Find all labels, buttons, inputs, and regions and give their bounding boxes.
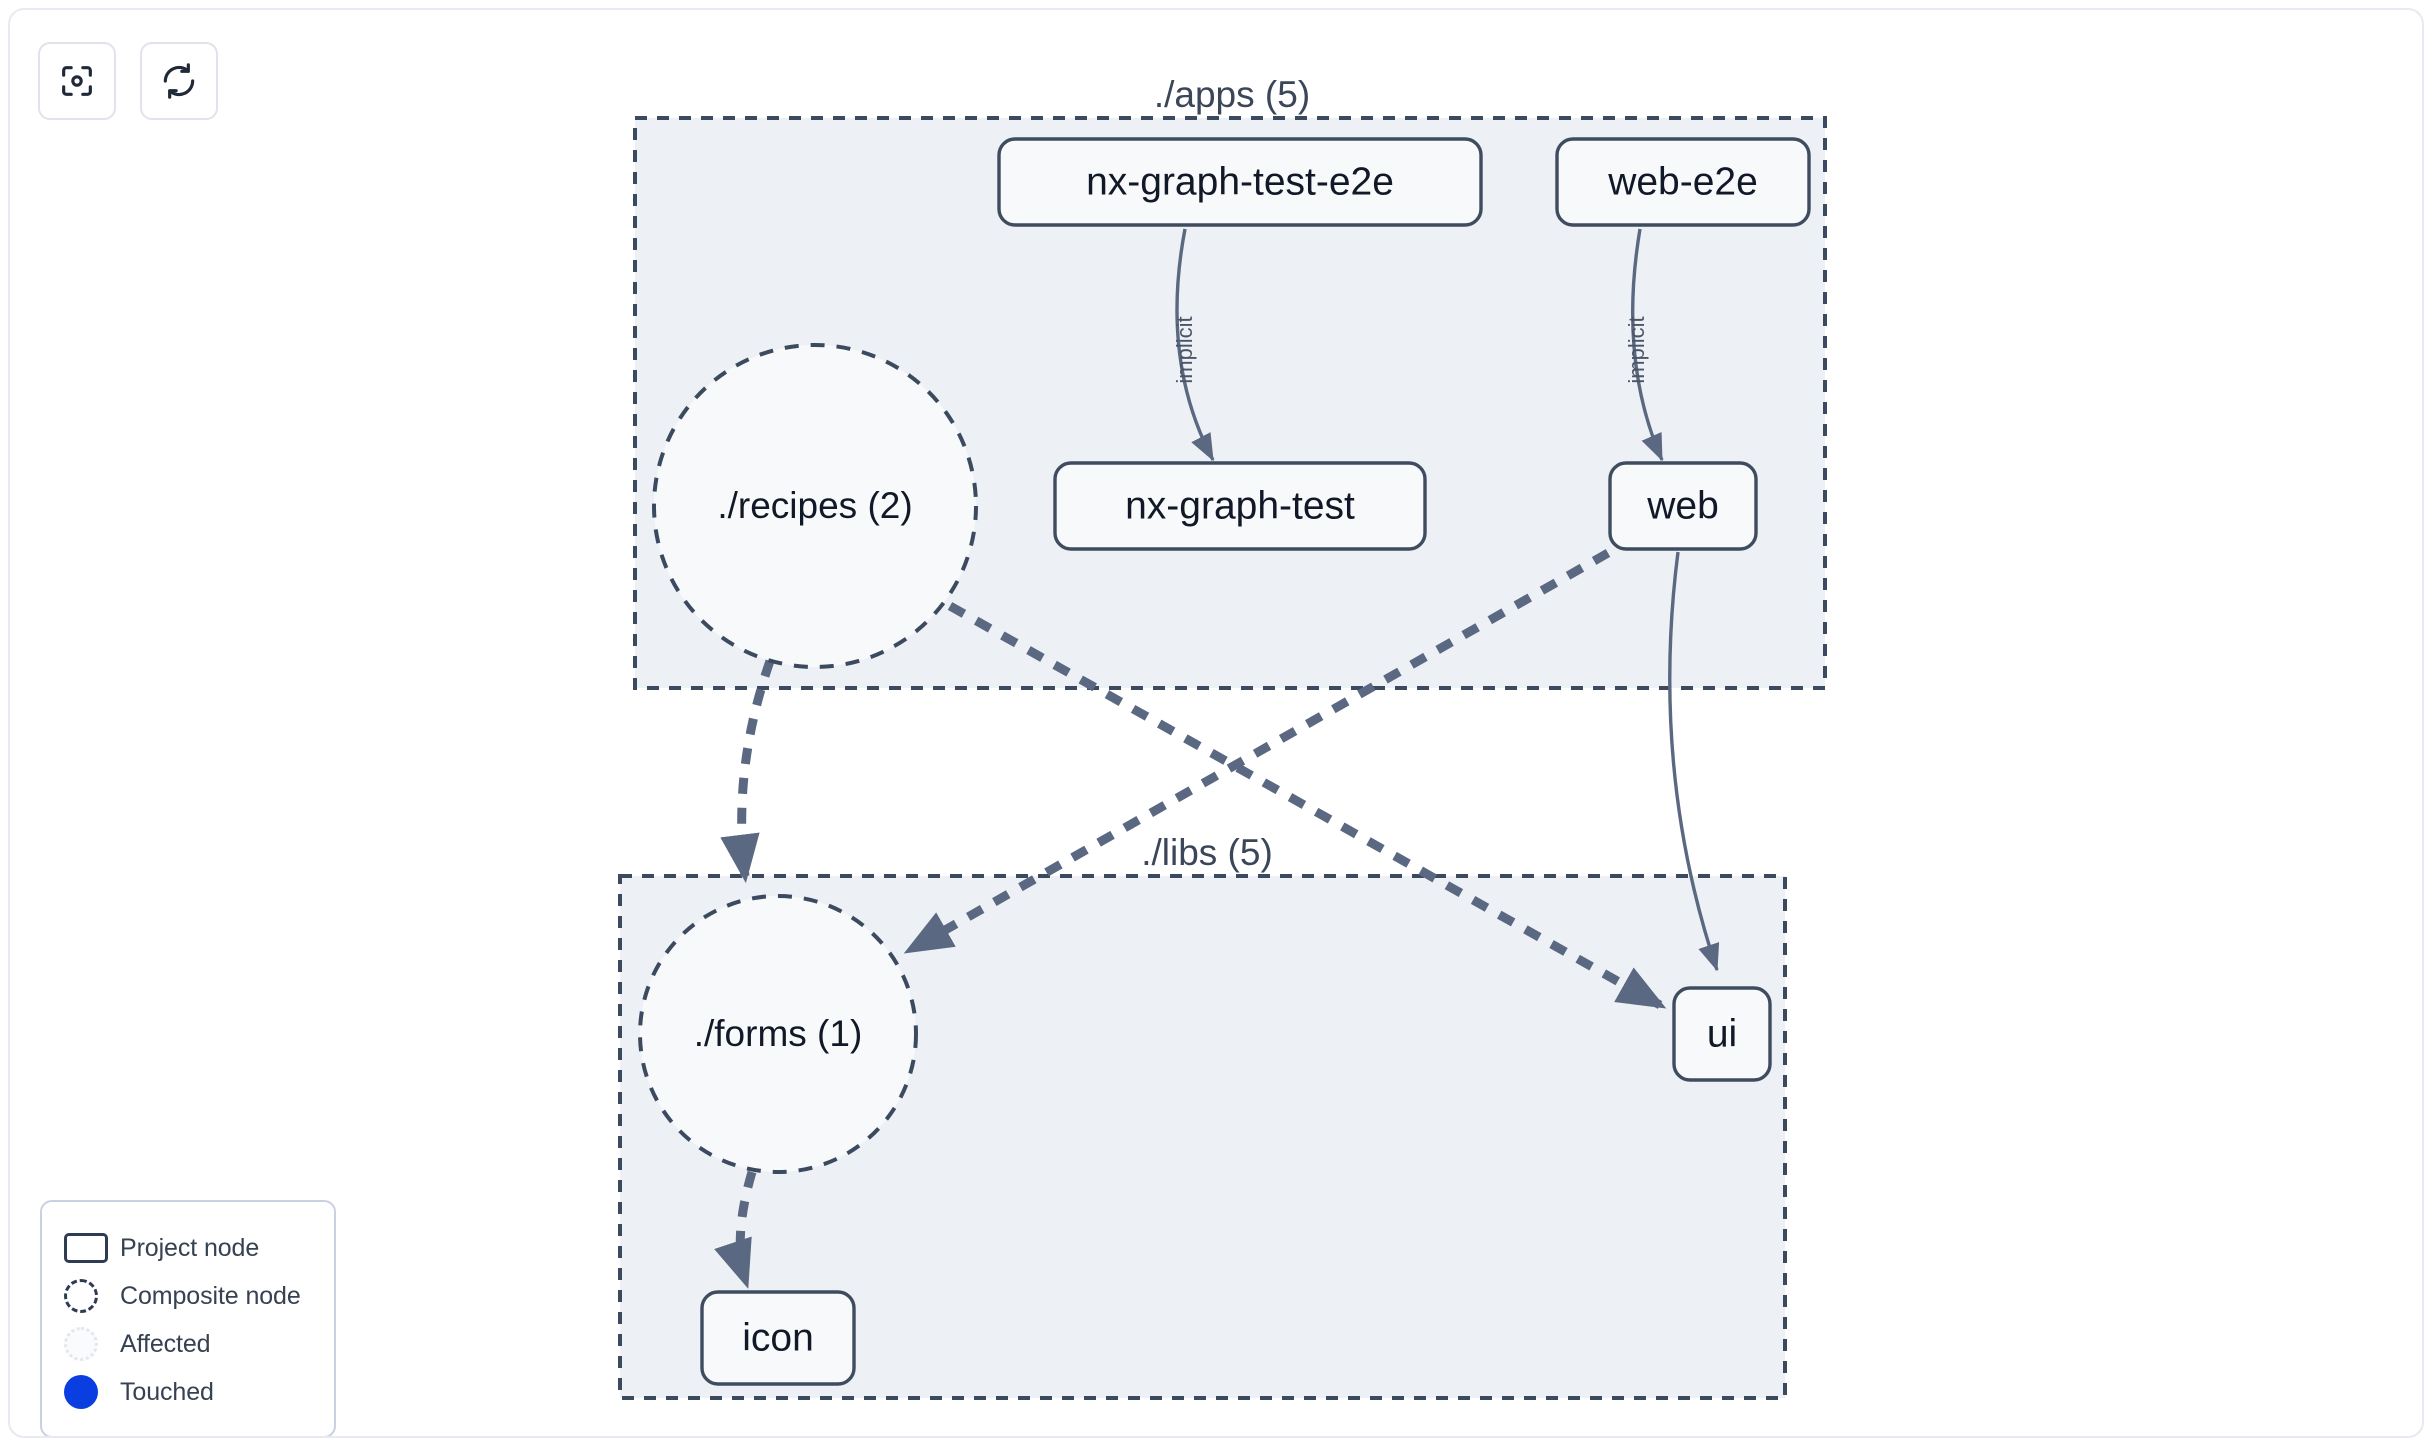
legend-item-touched: Touched (64, 1368, 314, 1416)
focus-target-icon (57, 61, 97, 101)
group-apps-label: ./apps (5) (1154, 74, 1310, 115)
node-label-icon: icon (742, 1316, 814, 1359)
refresh-icon (159, 61, 199, 101)
node-label-forms: ./forms (1) (694, 1013, 863, 1054)
edge-web-e2e-to-web[interactable]: implicit (1624, 228, 1664, 462)
node-label-nx-graph-test: nx-graph-test (1125, 484, 1355, 527)
graph-app-frame: ./apps (5) ./libs (5) implicit (8, 8, 2424, 1438)
node-ui[interactable]: ui (1672, 986, 1772, 1082)
node-label-recipes: ./recipes (2) (717, 485, 912, 526)
edge-web-to-forms[interactable] (903, 549, 1611, 954)
node-icon[interactable]: icon (700, 1290, 856, 1386)
edge-recipes-to-ui[interactable] (947, 602, 1667, 1009)
graph-toolbar (38, 42, 218, 120)
legend-item-composite-node: Composite node (64, 1272, 314, 1320)
edge-forms-to-icon[interactable] (714, 1170, 757, 1289)
edge-recipes-to-forms[interactable] (720, 659, 775, 884)
legend-label-project-node: Project node (120, 1233, 260, 1262)
node-label-ui: ui (1707, 1012, 1737, 1055)
node-nx-graph-test[interactable]: nx-graph-test (1053, 461, 1427, 551)
project-node-swatch-icon (64, 1233, 114, 1263)
focus-graph-button[interactable] (38, 42, 116, 120)
node-recipes-composite[interactable]: ./recipes (2) (652, 343, 978, 669)
legend-label-touched: Touched (120, 1377, 214, 1406)
legend-label-affected: Affected (120, 1329, 211, 1358)
legend-item-project-node: Project node (64, 1224, 314, 1272)
group-libs-label: ./libs (5) (1141, 832, 1273, 873)
node-label-nx-graph-test-e2e: nx-graph-test-e2e (1086, 160, 1394, 203)
edge-web-to-ui[interactable] (1668, 551, 1720, 972)
composite-node-swatch-icon (64, 1279, 114, 1313)
touched-swatch-icon (64, 1375, 114, 1409)
refresh-graph-button[interactable] (140, 42, 218, 120)
affected-swatch-icon (64, 1327, 114, 1361)
legend-label-composite-node: Composite node (120, 1281, 301, 1310)
project-graph-canvas[interactable]: ./apps (5) ./libs (5) implicit (10, 10, 2424, 1438)
edge-label-implicit-web: implicit (1624, 316, 1649, 383)
edge-nx-graph-test-e2e-to-nx-graph-test[interactable]: implicit (1172, 228, 1215, 462)
graph-legend: Project node Composite node Affected Tou… (40, 1200, 336, 1436)
node-web-e2e[interactable]: web-e2e (1555, 137, 1811, 227)
node-web[interactable]: web (1608, 461, 1758, 551)
legend-item-affected: Affected (64, 1320, 314, 1368)
node-forms-composite[interactable]: ./forms (1) (638, 894, 918, 1174)
node-label-web: web (1646, 484, 1719, 527)
node-label-web-e2e: web-e2e (1607, 160, 1758, 203)
edge-label-implicit-nx: implicit (1172, 316, 1197, 383)
node-nx-graph-test-e2e[interactable]: nx-graph-test-e2e (997, 137, 1483, 227)
